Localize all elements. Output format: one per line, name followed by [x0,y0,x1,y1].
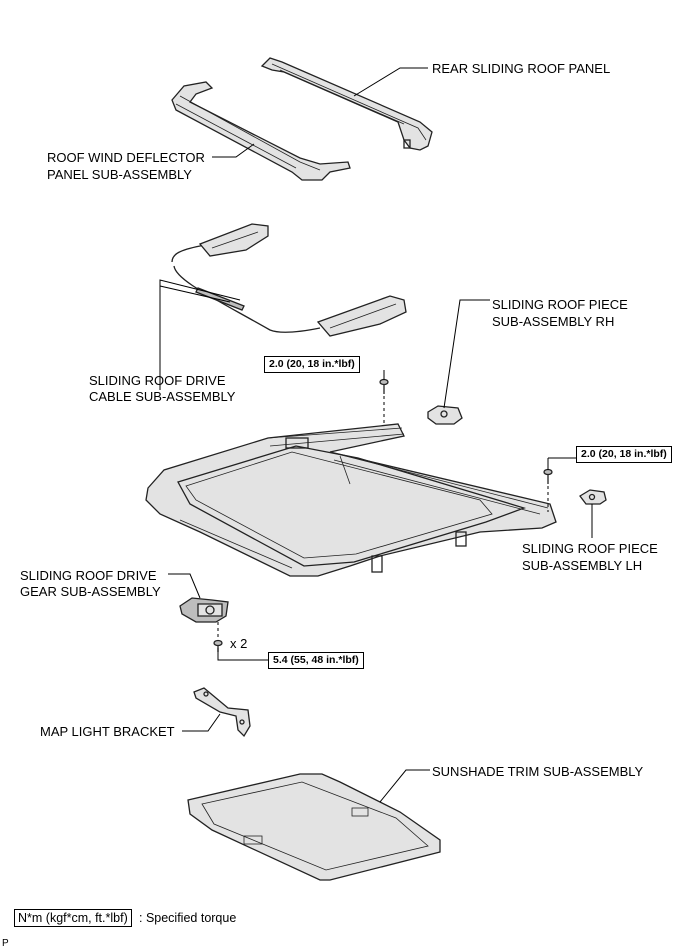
piece-rh-label-line2: SUB-ASSEMBLY RH [492,314,615,329]
deflector-label-line1: ROOF WIND DEFLECTOR [47,150,205,165]
sunshade-trim [187,773,441,881]
torque-gear: 5.4 (55, 48 in.*lbf) [268,652,364,669]
cable-label-line1: SLIDING ROOF DRIVE [89,373,226,388]
bolt-center [379,378,389,394]
torque-right: 2.0 (20, 18 in.*lbf) [576,446,672,463]
map-light-bracket [193,687,251,738]
corner-mark: P [2,938,9,949]
rear-panel-label: REAR SLIDING ROOF PANEL [432,61,611,76]
sliding-roof-piece-rh [427,405,463,425]
bolt-right [543,468,553,484]
deflector-label-line2: PANEL SUB-ASSEMBLY [47,167,192,182]
gear-label-line1: SLIDING ROOF DRIVE [20,568,157,583]
map-light-label: MAP LIGHT BRACKET [40,724,175,739]
sunshade-label: SUNSHADE TRIM SUB-ASSEMBLY [432,764,644,779]
legend-text: : Specified torque [139,911,237,925]
gear-label-line2: GEAR SUB-ASSEMBLY [20,584,161,599]
rear-sliding-roof-panel [260,57,433,151]
quantity-label: x 2 [230,636,248,651]
cable-label-line2: CABLE SUB-ASSEMBLY [89,389,236,404]
sliding-roof-piece-lh [579,489,607,505]
sliding-roof-drive-gear [179,597,229,623]
piece-lh-label-line1: SLIDING ROOF PIECE [522,541,658,556]
sliding-roof-drive-cable [171,223,407,337]
torque-center: 2.0 (20, 18 in.*lbf) [264,356,360,373]
leader-lines [159,67,593,803]
sliding-roof-housing-frame [145,423,557,577]
piece-lh-label-line2: SUB-ASSEMBLY LH [522,558,643,573]
legend-unit-box: N*m (kgf*cm, ft.*lbf) [14,909,132,927]
piece-rh-label-line1: SLIDING ROOF PIECE [492,297,628,312]
roof-wind-deflector-panel [171,81,351,181]
